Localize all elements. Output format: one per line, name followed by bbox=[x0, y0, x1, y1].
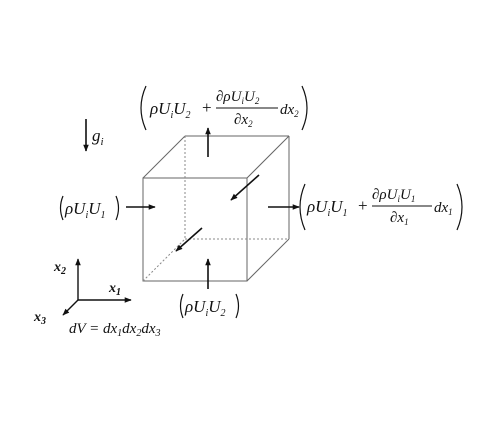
cube-edge-bottom-right bbox=[246, 238, 290, 282]
control-volume-cube bbox=[142, 135, 290, 282]
cube-edge-top-right bbox=[246, 135, 290, 179]
svg-text:+: + bbox=[358, 196, 368, 215]
cube-hidden-edge-diagonal bbox=[142, 238, 186, 282]
svg-text:ρUiU1: ρUiU1 bbox=[64, 199, 106, 221]
coordinate-axes bbox=[62, 258, 132, 316]
svg-text:∂ρUiU2: ∂ρUiU2 bbox=[216, 89, 260, 106]
flux-term-right: ρUiU1 + ∂ρUiU1 ∂x1 dx1 bbox=[299, 183, 463, 231]
volume-element-label: dV = dx1dx2dx3 bbox=[69, 321, 161, 339]
flux-term-top: ρUiU2 + ∂ρUiU2 ∂x2 dx2 bbox=[140, 85, 308, 131]
svg-text:∂x1: ∂x1 bbox=[390, 210, 409, 227]
svg-text:dx1: dx1 bbox=[434, 200, 453, 217]
axis-x1-label: x1 bbox=[108, 281, 121, 298]
gravity-label: gi bbox=[92, 126, 104, 148]
svg-text:dx2: dx2 bbox=[280, 102, 299, 119]
cube-edge-top-left bbox=[142, 135, 186, 179]
flux-term-bottom: ρUiU2 bbox=[179, 293, 240, 319]
flux-term-left: ρUiU1 bbox=[59, 195, 120, 221]
svg-text:ρUiU1: ρUiU1 bbox=[306, 197, 348, 219]
svg-text:ρUiU2: ρUiU2 bbox=[184, 297, 226, 319]
svg-text:ρUiU2: ρUiU2 bbox=[149, 99, 191, 121]
svg-text:∂ρUiU1: ∂ρUiU1 bbox=[372, 187, 415, 204]
flux-arrow-back bbox=[230, 174, 260, 201]
svg-text:+: + bbox=[202, 98, 212, 117]
cube-front-face bbox=[142, 177, 248, 282]
flux-arrow-front bbox=[175, 227, 203, 252]
axis-x3-label: x3 bbox=[33, 310, 46, 327]
svg-text:∂x2: ∂x2 bbox=[234, 112, 253, 129]
axis-x3-line bbox=[62, 299, 79, 316]
axis-x2-label: x2 bbox=[53, 260, 66, 277]
